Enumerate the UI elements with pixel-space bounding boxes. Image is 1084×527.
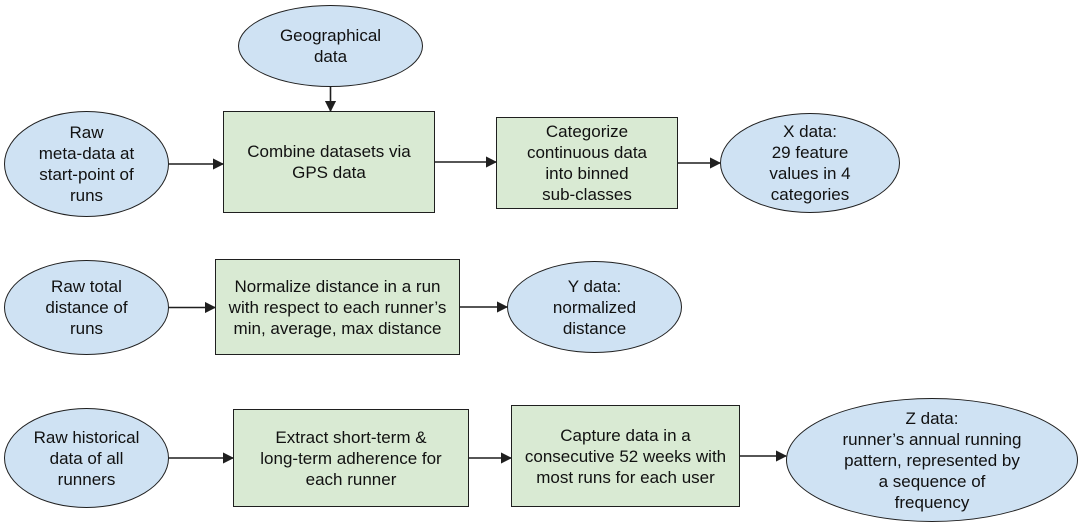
node-label: Geographical data [279, 26, 382, 66]
node-label: Raw total distance of runs [45, 277, 128, 338]
node-label: Z data: runner’s annual running pattern,… [842, 408, 1022, 512]
node-label: X data: 29 feature values in 4 categorie… [769, 122, 851, 204]
node-y-data: Y data: normalized distance [507, 261, 682, 353]
node-categorize: Categorize continuous data into binned s… [496, 117, 678, 209]
node-x-data: X data: 29 feature values in 4 categorie… [720, 113, 900, 213]
node-label: Categorize continuous data into binned s… [526, 122, 648, 204]
node-extract-adherence: Extract short-term & long-term adherence… [233, 409, 469, 507]
node-capture-data: Capture data in a consecutive 52 weeks w… [511, 405, 740, 507]
node-label: Normalize distance in a run with respect… [228, 276, 447, 338]
node-geographical-data: Geographical data [238, 5, 423, 87]
node-label: Raw meta-data at start-point of runs [38, 123, 135, 205]
node-label: Y data: normalized distance [552, 276, 637, 338]
node-label: Combine datasets via GPS data [247, 142, 411, 182]
node-label: Raw historical data of all runners [33, 427, 140, 489]
node-raw-historical-data: Raw historical data of all runners [4, 408, 169, 508]
node-label: Capture data in a consecutive 52 weeks w… [524, 425, 727, 487]
node-combine-datasets: Combine datasets via GPS data [223, 111, 435, 213]
node-label: Extract short-term & long-term adherence… [260, 427, 442, 489]
node-normalize-distance: Normalize distance in a run with respect… [215, 259, 460, 355]
node-raw-meta-data: Raw meta-data at start-point of runs [4, 111, 169, 217]
node-raw-total-distance: Raw total distance of runs [4, 260, 169, 355]
node-z-data: Z data: runner’s annual running pattern,… [786, 398, 1078, 522]
